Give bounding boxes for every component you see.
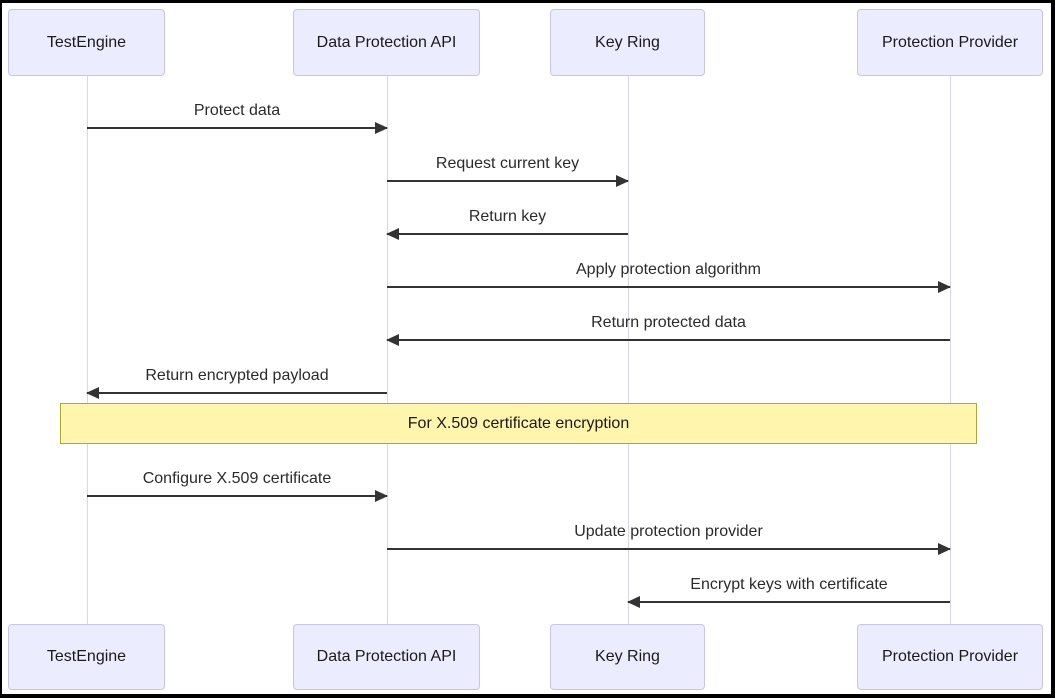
lifeline-data-protection-api	[387, 76, 388, 624]
message-update-protection-provider: Update protection provider	[387, 520, 951, 555]
lifeline-protection-provider	[950, 76, 951, 624]
actor-label: Key Ring	[595, 33, 660, 51]
actor-label: Data Protection API	[316, 648, 457, 665]
arrowhead-icon	[86, 387, 99, 399]
actor-label: Protection Provider	[881, 648, 1019, 665]
actor-key-ring-top: Key Ring	[550, 9, 705, 76]
actor-key-ring-bottom: Key Ring	[550, 624, 705, 690]
arrow-right	[87, 490, 388, 502]
actor-protection-provider-bottom: Protection Provider	[857, 624, 1043, 690]
actor-data-protection-api-top: Data Protection API	[293, 9, 480, 76]
actor-label: TestEngine	[46, 648, 127, 665]
arrowhead-icon	[386, 334, 399, 346]
actor-label: TestEngine	[46, 33, 127, 51]
arrowhead-icon	[616, 175, 629, 187]
message-configure-x509-certificate: Configure X.509 certificate	[87, 467, 388, 502]
arrowhead-icon	[375, 122, 388, 134]
message-label: Request current key	[435, 155, 580, 172]
arrowhead-icon	[938, 281, 951, 293]
arrow-right	[87, 122, 388, 134]
arrow-left	[386, 334, 950, 346]
message-label: Update protection provider	[574, 523, 763, 540]
arrowhead-icon	[375, 490, 388, 502]
arrow-left	[86, 387, 387, 399]
note-x509-certificate-encryption: For X.509 certificate encryption	[60, 403, 977, 444]
arrowhead-icon	[938, 543, 951, 555]
actor-label: Key Ring	[595, 648, 660, 665]
message-apply-protection-algorithm: Apply protection algorithm	[387, 258, 951, 293]
message-label: Return encrypted payload	[145, 367, 329, 384]
actor-testengine-bottom: TestEngine	[8, 624, 165, 690]
message-return-encrypted-payload: Return encrypted payload	[86, 364, 387, 399]
actor-label: Protection Provider	[881, 33, 1019, 51]
note-label: For X.509 certificate encryption	[407, 414, 630, 432]
actor-testengine-top: TestEngine	[8, 9, 165, 76]
message-label: Return key	[468, 208, 547, 225]
lifeline-testengine	[87, 76, 88, 624]
message-label: Apply protection algorithm	[576, 261, 761, 278]
arrowhead-icon	[386, 228, 399, 240]
message-protect-data: Protect data	[87, 99, 388, 134]
message-label: Return protected data	[591, 314, 746, 331]
arrow-right	[387, 281, 951, 293]
actor-protection-provider-top: Protection Provider	[857, 9, 1043, 76]
message-label: Encrypt keys with certificate	[690, 576, 888, 593]
message-return-protected-data: Return protected data	[386, 311, 950, 346]
message-label: Protect data	[193, 102, 281, 119]
arrowhead-icon	[627, 596, 640, 608]
lifeline-key-ring	[628, 76, 629, 624]
message-request-current-key: Request current key	[387, 152, 629, 187]
actor-label: Data Protection API	[316, 33, 457, 51]
message-return-key: Return key	[386, 205, 628, 240]
arrow-right	[387, 543, 951, 555]
message-label: Configure X.509 certificate	[142, 470, 332, 487]
arrow-left	[627, 596, 950, 608]
message-encrypt-keys-with-certificate: Encrypt keys with certificate	[627, 573, 950, 608]
diagram-canvas	[2, 3, 1051, 694]
arrow-right	[387, 175, 629, 187]
actor-data-protection-api-bottom: Data Protection API	[293, 624, 480, 690]
arrow-left	[386, 228, 628, 240]
